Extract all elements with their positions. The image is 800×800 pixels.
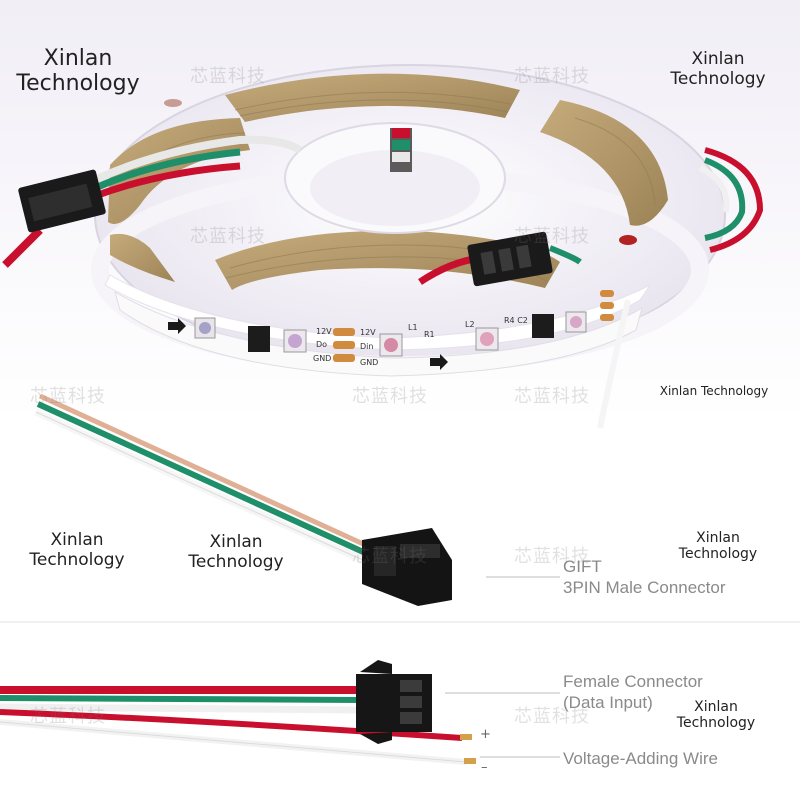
watermark-bottom-right-line2: Technology xyxy=(676,715,756,732)
coil-window-top xyxy=(225,73,520,122)
cn-watermark-2: 芯蓝科技 xyxy=(514,66,590,87)
watermark-cable-right-line1: Xinlan xyxy=(696,530,740,546)
watermark-top-left-line2: Technology xyxy=(16,71,140,97)
outer-strip-band xyxy=(104,274,651,351)
strip-mark-din: Din xyxy=(360,342,374,351)
watermark-cable-mid-line2: Technology xyxy=(188,551,284,572)
strip-mark-12v-2: 12V xyxy=(360,328,376,337)
strip-mark-do: Do xyxy=(316,340,328,349)
cn-watermark-1: 芯蓝科技 xyxy=(190,66,266,87)
cn-watermark-11: 芯蓝科技 xyxy=(514,706,590,727)
cn-watermark-3: 芯蓝科技 xyxy=(190,226,266,247)
strip-mark-l1: L1 xyxy=(408,323,418,332)
voltage-wire-label: Voltage-Adding Wire xyxy=(563,749,718,768)
reel-hole-left xyxy=(164,99,182,107)
cn-watermark-10: 芯蓝科技 xyxy=(30,706,106,727)
top-left-connector-assembly xyxy=(2,135,303,268)
watermark-bottom-right: Xinlan Technology xyxy=(668,699,764,731)
reel-hole-right xyxy=(619,235,637,245)
watermark-top-right-line1: Xinlan xyxy=(691,49,745,69)
cn-watermark-5: 芯蓝科技 xyxy=(30,386,106,407)
watermark-cable-left: Xinlan Technology xyxy=(22,530,132,570)
plus-sign: + xyxy=(480,727,491,742)
watermark-top-left: Xinlan Technology xyxy=(12,46,144,97)
cn-watermark-6: 芯蓝科技 xyxy=(352,386,428,407)
strip-mark-l2: L2 xyxy=(465,320,475,329)
cn-watermark-7: 芯蓝科技 xyxy=(514,386,590,407)
female-connector-title: Female Connector xyxy=(563,672,703,691)
direction-arrows xyxy=(168,318,448,370)
watermark-cable-mid-line1: Xinlan xyxy=(209,532,263,552)
watermark-cable-mid: Xinlan Technology xyxy=(180,532,292,572)
cn-watermark-8: 芯蓝科技 xyxy=(352,546,428,567)
top-right-wires xyxy=(597,147,764,429)
watermark-top-left-line1: Xinlan xyxy=(43,46,113,71)
cn-watermark-9: 芯蓝科技 xyxy=(514,546,590,567)
watermark-top-right-line2: Technology xyxy=(670,68,766,89)
reel-hub-inner xyxy=(310,150,480,226)
center-connector-assembly xyxy=(418,231,582,287)
minus-sign: – xyxy=(481,760,488,775)
watermark-bottom-right-line1: Xinlan xyxy=(694,699,738,715)
female-connector-wires xyxy=(0,686,467,765)
ic-chips xyxy=(248,314,554,352)
gift-label: GIFT xyxy=(563,557,602,576)
data-input-label: (Data Input) xyxy=(563,693,653,713)
watermark-top-right: Xinlan Technology xyxy=(660,49,776,89)
cn-watermark-4: 芯蓝科技 xyxy=(514,226,590,247)
strip-mark-r4c2: R4 C2 xyxy=(504,316,528,325)
watermark-cable-left-line2: Technology xyxy=(29,549,125,570)
coil-window-right xyxy=(540,100,668,226)
strip-mark-12v: 12V xyxy=(316,327,332,336)
watermark-mid-right: Xinlan Technology xyxy=(659,384,769,398)
male-connector-title: 3PIN Male Connector xyxy=(563,578,726,598)
strip-mark-r1: R1 xyxy=(424,330,435,339)
strip-mark-gnd: GND xyxy=(313,354,332,363)
female-connector xyxy=(356,660,432,744)
copper-pads xyxy=(333,290,614,362)
watermark-cable-right-line2: Technology xyxy=(678,546,758,563)
led-chips xyxy=(194,311,587,357)
strip-mark-gnd-2: GND xyxy=(360,358,379,367)
watermark-cable-right: Xinlan Technology xyxy=(670,530,766,562)
coil-window-bottomleft xyxy=(110,233,175,282)
male-connector-label: GIFT 3PIN Male Connector xyxy=(563,556,726,599)
wire-tips xyxy=(460,734,476,764)
female-connector-label: Female Connector (Data Input) xyxy=(563,671,703,714)
male-connector-cable xyxy=(34,393,374,568)
watermark-cable-left-line1: Xinlan xyxy=(50,530,104,550)
male-connector xyxy=(362,528,452,606)
